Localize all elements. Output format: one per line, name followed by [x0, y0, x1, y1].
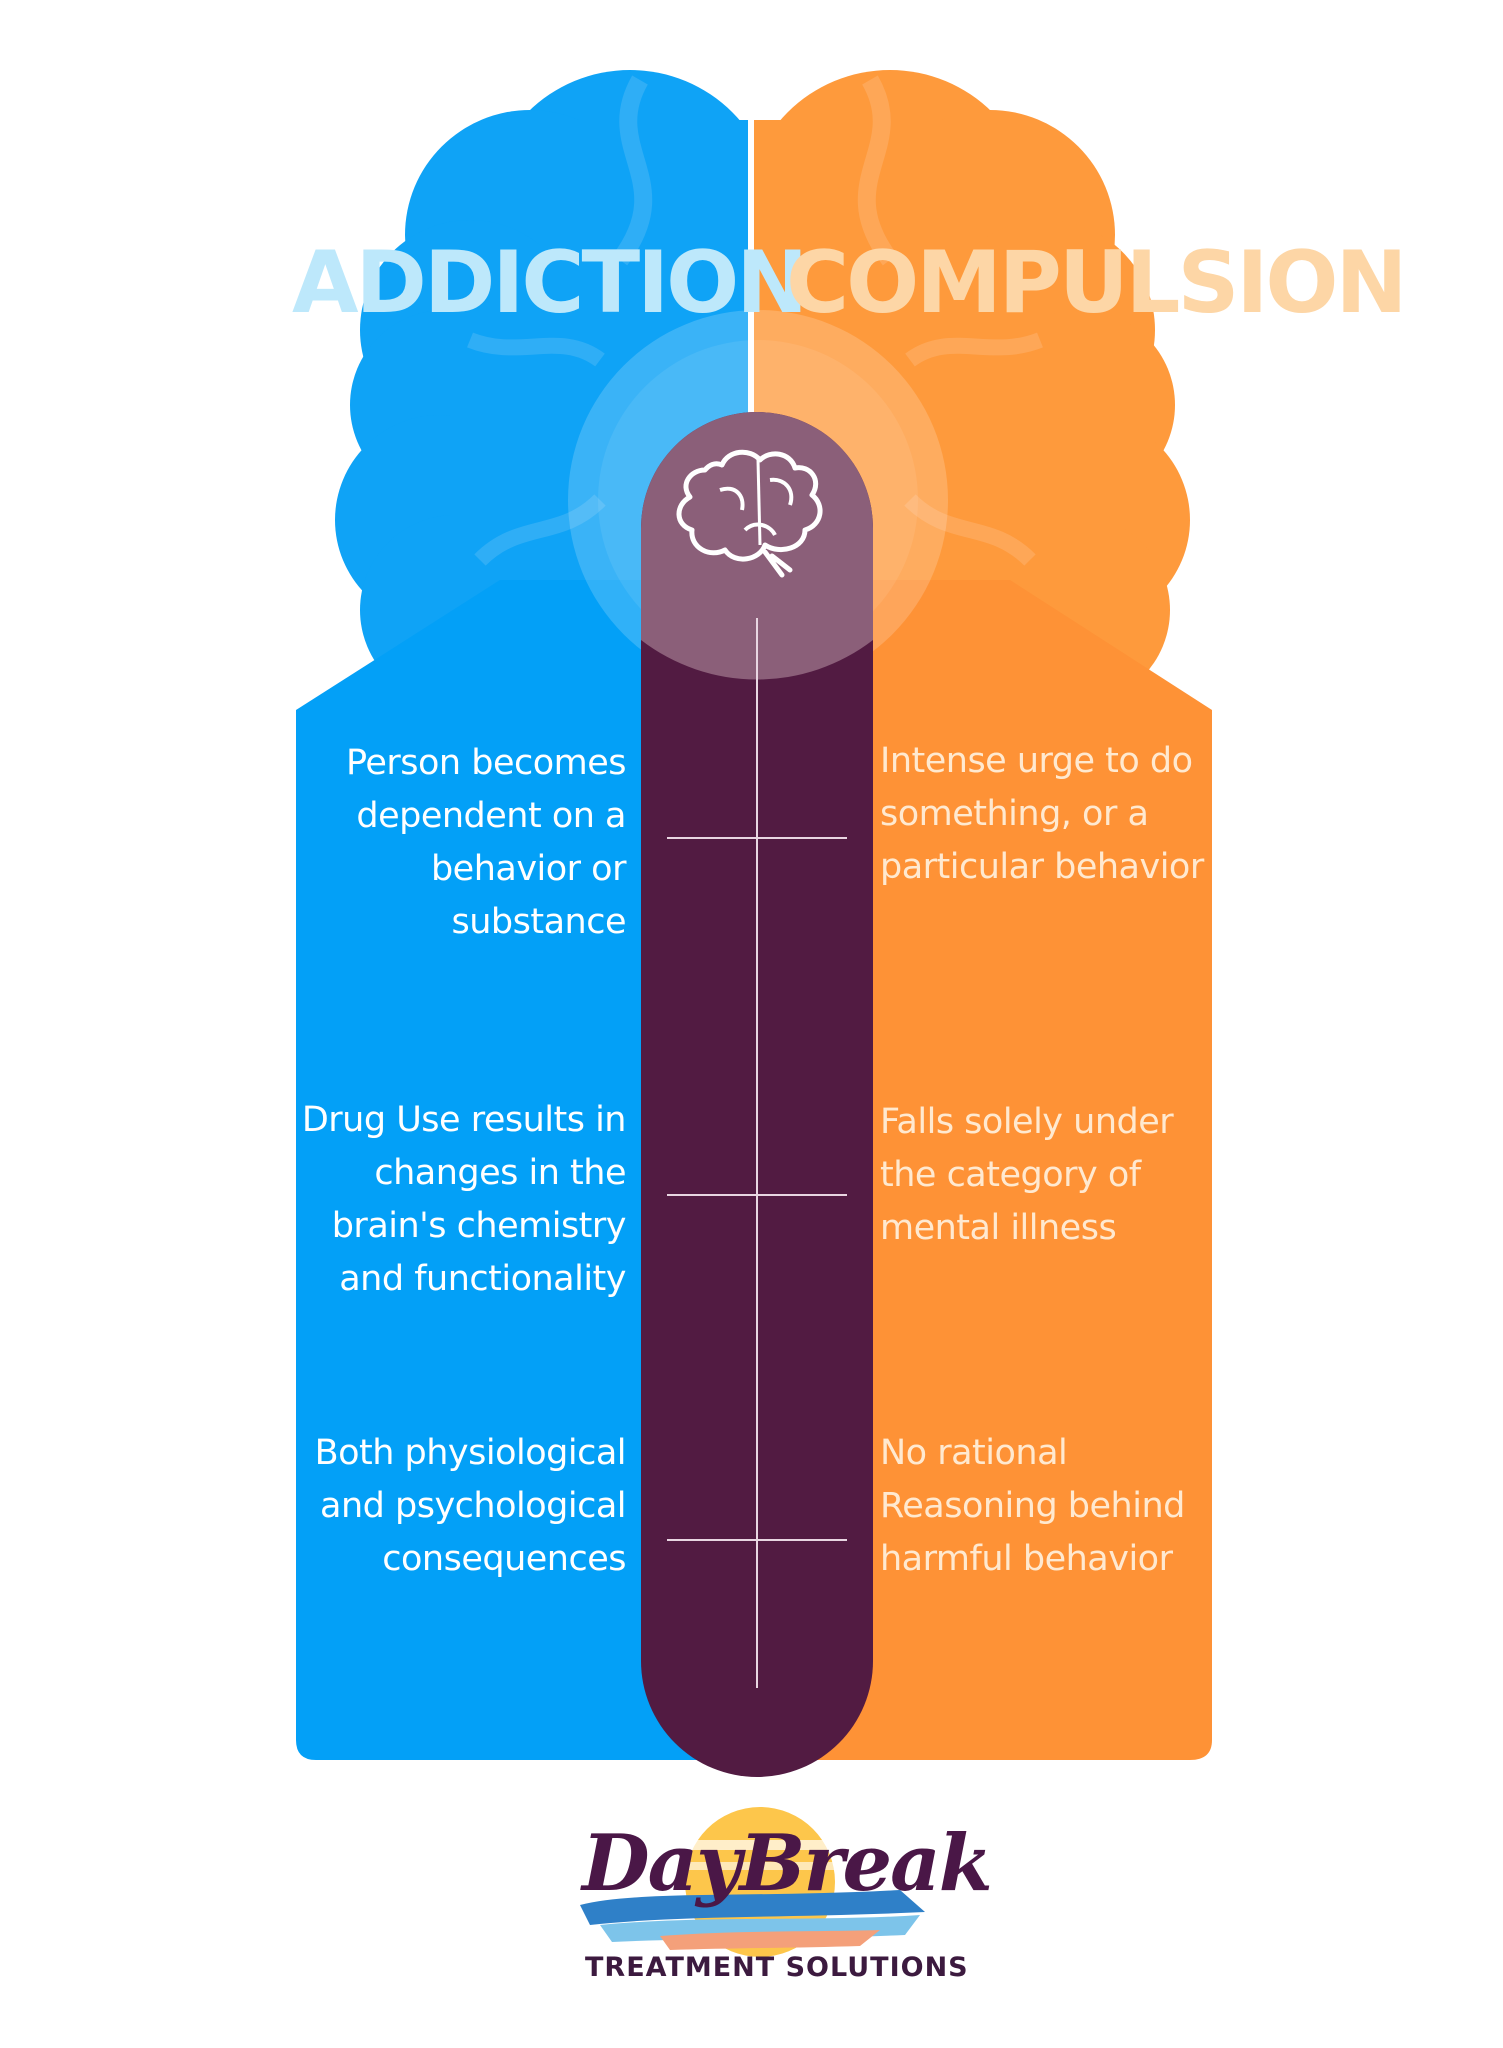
logo-name: DayBreak: [582, 1818, 993, 1909]
compulsion-point-3: No rational Reasoning behind harmful beh…: [880, 1433, 1185, 1579]
compulsion-title: COMPULSION: [786, 233, 1407, 333]
addiction-point-3: Both physiological and psychological con…: [314, 1433, 627, 1579]
addiction-panel: [296, 580, 748, 1760]
brain-icon: [676, 449, 823, 578]
logo-water: [580, 1890, 925, 1950]
addiction-point-2: Drug Use results in changes in the brain…: [301, 1100, 627, 1299]
logo-tagline: TREATMENT SOLUTIONS: [585, 1952, 969, 1983]
compulsion-point-2: Falls solely under the category of menta…: [880, 1102, 1174, 1248]
compulsion-point-1: Intense urge to do something, or a parti…: [880, 741, 1204, 887]
addiction-title: ADDICTION: [292, 233, 808, 333]
addiction-point-1: Person becomes dependent on a behavior o…: [345, 743, 627, 942]
